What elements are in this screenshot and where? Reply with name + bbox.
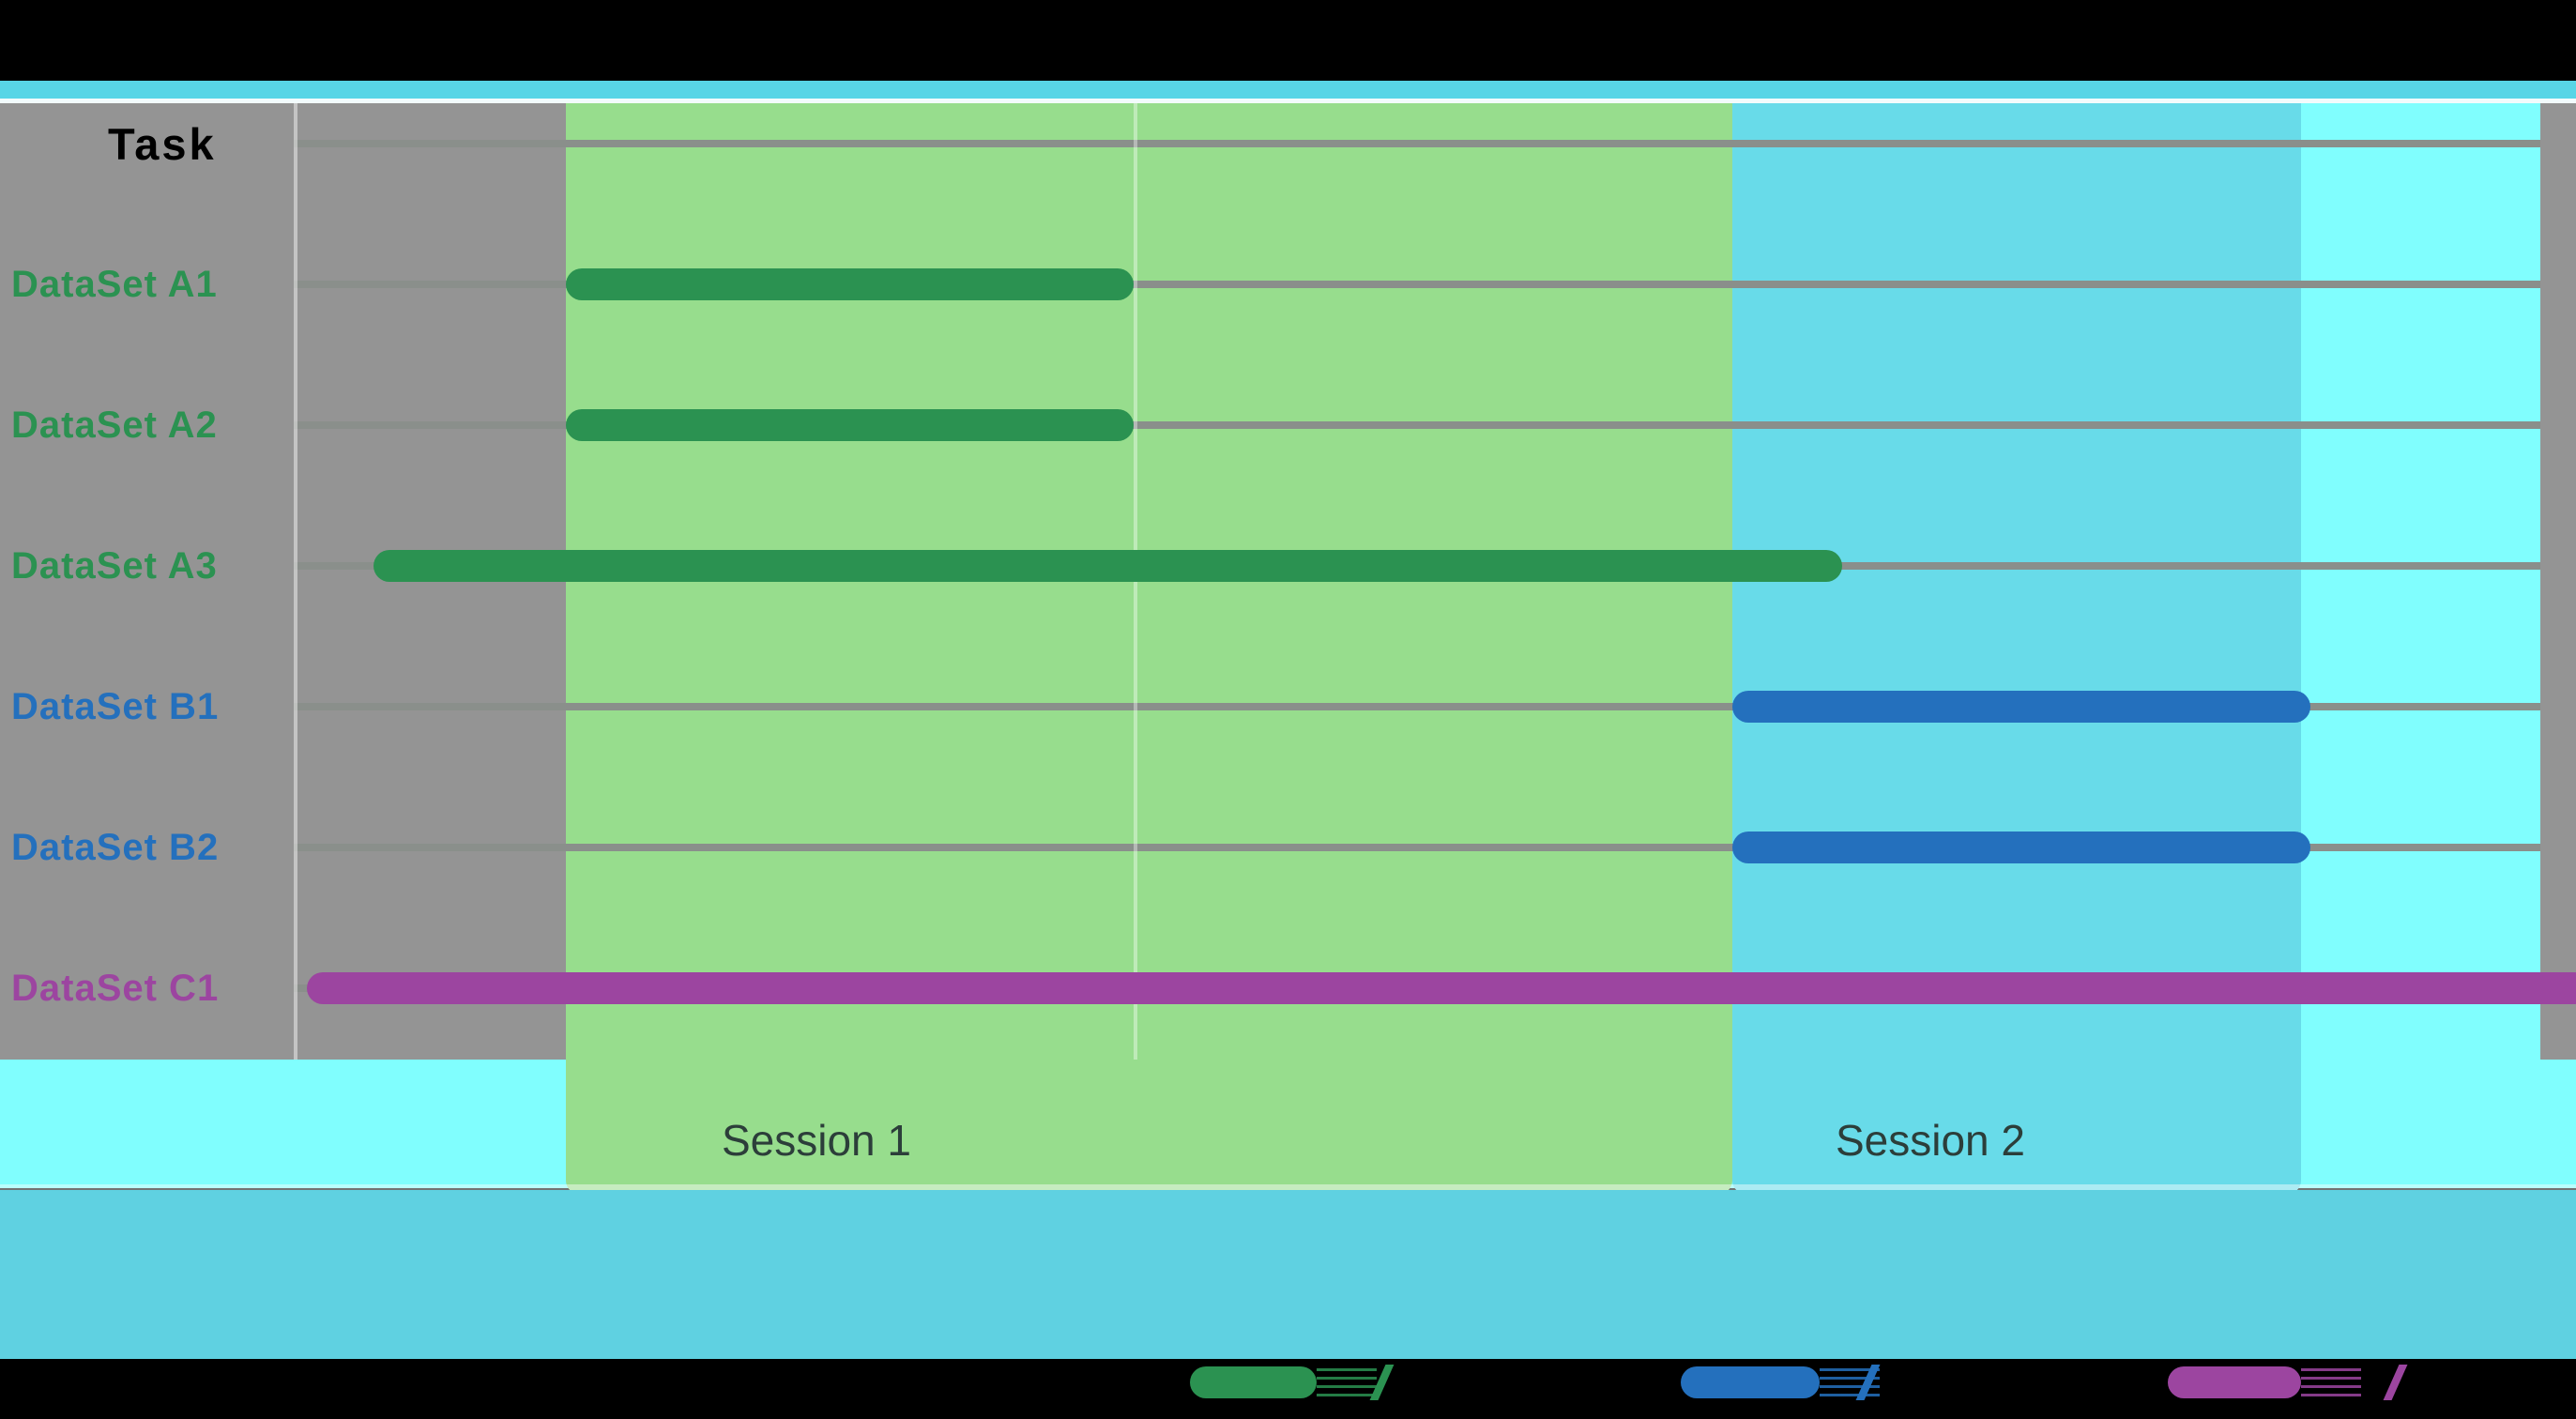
task-row-label: DataSet C1 xyxy=(11,968,220,1009)
task-row-label: DataSet A1 xyxy=(11,264,218,305)
task-row-label: DataSet A2 xyxy=(11,404,218,446)
task-bar-dataset-a3[interactable] xyxy=(373,550,1842,582)
row-gridline xyxy=(294,703,2576,710)
task-bar-dataset-b1[interactable] xyxy=(1732,691,2310,723)
session-2-label: Session 2 xyxy=(1835,1116,2026,1165)
task-column-header: Task xyxy=(108,119,217,169)
row-gridline xyxy=(294,140,2576,147)
green-series-swatch-streak xyxy=(1317,1368,1377,1396)
session-1-label: Session 1 xyxy=(721,1116,912,1165)
task-bar-dataset-b2[interactable] xyxy=(1732,832,2310,863)
session-2-band xyxy=(1732,103,2301,1194)
green-series-swatch[interactable] xyxy=(1190,1366,1317,1398)
x-axis-band xyxy=(0,1190,2576,1359)
session-1-band xyxy=(566,103,1732,1194)
magenta-series-swatch[interactable] xyxy=(2168,1366,2301,1398)
y-axis-line xyxy=(294,103,297,1060)
row-gridline xyxy=(294,421,2576,429)
row-gridline xyxy=(294,281,2576,288)
row-gridline xyxy=(294,844,2576,851)
magenta-series-swatch-streak xyxy=(2301,1368,2361,1396)
top-cyan-strip xyxy=(0,81,2576,99)
task-bar-dataset-c1[interactable] xyxy=(307,972,2576,1004)
task-row-label: DataSet B2 xyxy=(11,827,220,868)
task-row-label: DataSet B1 xyxy=(11,686,220,727)
task-bar-dataset-a2[interactable] xyxy=(566,409,1134,441)
blue-series-swatch[interactable] xyxy=(1681,1366,1820,1398)
task-row-label: DataSet A3 xyxy=(11,545,218,587)
plot-top-border xyxy=(0,99,2576,103)
task-bar-dataset-a1[interactable] xyxy=(566,268,1134,300)
right-gray-strip xyxy=(2540,103,2576,1060)
aqua-right-band xyxy=(2301,103,2540,1060)
axis-divider-line xyxy=(0,1184,2576,1190)
